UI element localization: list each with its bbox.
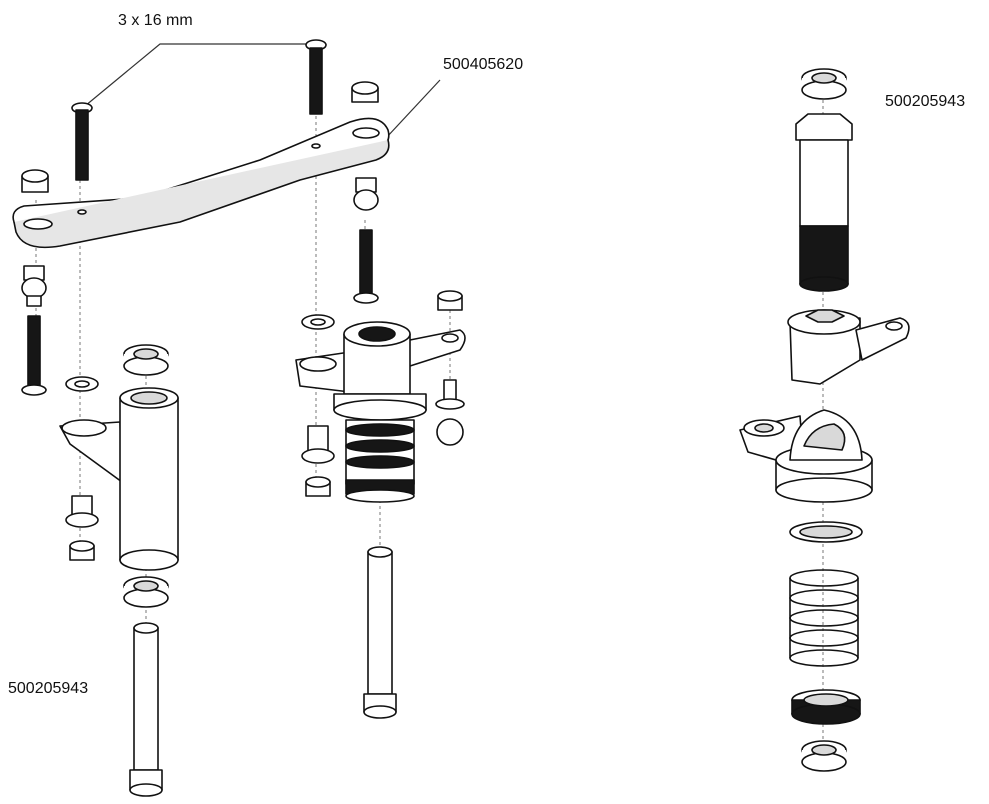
spring-collar-right: [791, 689, 861, 725]
pin-left: [129, 622, 163, 797]
screw-3x16-left: [71, 102, 93, 181]
steering-link-arm: [12, 117, 390, 249]
nut-middle-right: [437, 290, 463, 311]
arm-part-number-label: 500405620: [443, 56, 524, 73]
spring-washer-right: [789, 521, 863, 543]
callout-leader-lines: [84, 43, 441, 139]
bearing-right-bottom: [801, 740, 847, 772]
bushing-middle: [301, 425, 335, 464]
steering-post-left: [59, 387, 179, 571]
screw-size-label: 3 x 16 mm: [118, 12, 193, 29]
ball-stud-left: [21, 265, 47, 307]
bearing-left-top: [123, 344, 169, 376]
upper-clamp-right: [787, 309, 910, 385]
bearing-part-number-right: 500205943: [885, 93, 966, 110]
steering-post-middle: [295, 321, 466, 503]
nut-left-bottom: [69, 540, 95, 561]
threaded-post-right: [795, 113, 853, 292]
nut-middle-bottom: [305, 476, 331, 497]
pin-middle: [363, 546, 397, 719]
washer-left: [65, 376, 99, 392]
bearing-right-top: [801, 68, 847, 100]
lower-hub-right: [739, 409, 873, 503]
nut-left-top: [21, 169, 49, 193]
ball-stud-middle: [435, 379, 465, 446]
ball-stud-right: [353, 177, 379, 211]
screw-right-mid: [353, 229, 379, 304]
bushing-left: [65, 495, 99, 528]
nut-right-top: [351, 81, 379, 103]
bearing-left-bottom: [123, 576, 169, 608]
washer-middle: [301, 314, 335, 330]
spring-right: [789, 569, 859, 667]
screw-left-bottom: [21, 315, 47, 396]
bearing-part-number-left: 500205943: [8, 680, 89, 697]
screw-3x16-right: [305, 39, 327, 115]
